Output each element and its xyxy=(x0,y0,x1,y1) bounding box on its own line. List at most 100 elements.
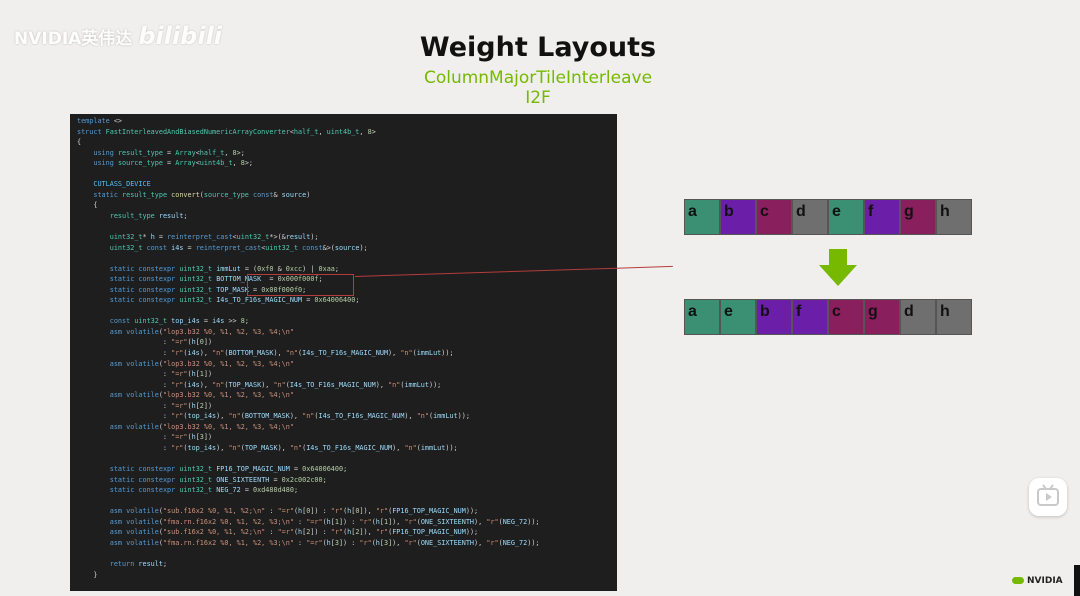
code-token: h xyxy=(326,538,331,547)
code-token: "r" xyxy=(375,528,389,537)
code-token xyxy=(77,317,110,325)
code-token: "r" xyxy=(171,412,184,421)
code-token: [ xyxy=(351,528,356,537)
code-token: < xyxy=(289,127,294,136)
code-token: ]) : xyxy=(338,517,360,526)
code-token: ]) : xyxy=(338,538,360,547)
code-token xyxy=(77,539,110,547)
code-line: CUTLASS_DEVICE xyxy=(77,179,617,190)
code-token: FP16_TOP_MAGIC_NUM xyxy=(392,507,466,516)
code-token: I4s_TO_F16s_MAGIC_NUM xyxy=(216,296,303,305)
code-line: : "=r"(h[1]) xyxy=(77,369,617,380)
code-token: = xyxy=(261,275,278,284)
code-token xyxy=(77,286,110,294)
code-token xyxy=(77,518,110,526)
code-token: static xyxy=(109,285,135,294)
code-token: ( xyxy=(322,517,327,526)
code-token: source xyxy=(334,243,360,252)
code-line: : "r"(i4s), "n"(BOTTOM_MASK), "n"(I4s_TO… xyxy=(77,348,617,359)
code-token: uint4b_t xyxy=(326,127,360,136)
code-token: "=r" xyxy=(171,433,188,442)
code-token: [ xyxy=(302,528,307,537)
code-line: asm volatile("sub.f16x2 %0, %1, %2;\n" :… xyxy=(77,506,617,517)
code-token: ; xyxy=(334,264,339,273)
code-token: 8 xyxy=(232,148,237,157)
code-token: ( xyxy=(498,538,503,547)
code-token: ( xyxy=(371,517,376,526)
code-token: using xyxy=(93,148,114,157)
code-token xyxy=(77,275,110,283)
code-token: 3 xyxy=(383,538,389,547)
code-token: const xyxy=(109,317,131,326)
code-token: = xyxy=(240,486,254,495)
code-token: "lop3.b32 %0, %1, %2, %3, %4;\n" xyxy=(162,422,294,431)
code-token: constexpr xyxy=(138,296,176,305)
code-line: : "r"(top_i4s), "n"(TOP_MASK), "n"(I4s_T… xyxy=(77,443,617,454)
element-cell-e: e xyxy=(828,199,864,235)
code-token: ( xyxy=(224,349,229,358)
code-line: using source_type = Array<uint4b_t, 8>; xyxy=(77,158,617,169)
code-token: [ xyxy=(302,507,307,516)
code-line: asm volatile("fma.rn.f16x2 %0, %1, %2, %… xyxy=(77,517,617,528)
code-token: uint32_t xyxy=(179,475,213,484)
code-token: constexpr xyxy=(138,475,176,484)
code-token: , xyxy=(224,148,233,157)
code-token xyxy=(77,507,110,515)
code-token: template xyxy=(77,117,110,125)
code-token: ( xyxy=(416,443,421,452)
code-token: "n" xyxy=(388,380,401,389)
code-token: immLut xyxy=(433,412,458,421)
element-cell-h: h xyxy=(936,299,972,335)
code-token: ( xyxy=(158,359,163,368)
code-token: ( xyxy=(183,412,188,421)
code-line: static constexpr uint32_t NEG_72 = 0xd48… xyxy=(77,485,617,496)
code-token: 8 xyxy=(240,317,245,326)
code-token: half_t xyxy=(199,148,225,157)
code-token: ( xyxy=(158,528,163,537)
code-token: ( xyxy=(240,443,245,452)
code-token xyxy=(77,180,93,188)
code-token: ( xyxy=(343,528,348,537)
element-cell-c: c xyxy=(756,199,792,235)
code-token xyxy=(77,191,93,199)
code-token: ; xyxy=(302,285,307,294)
video-player-button[interactable] xyxy=(1029,478,1067,516)
code-token: = xyxy=(248,285,262,294)
code-token: [ xyxy=(195,338,200,347)
code-token: top_i4s xyxy=(171,317,200,326)
code-token: asm xyxy=(109,538,123,547)
code-token: } xyxy=(77,570,98,579)
code-token: )); xyxy=(445,443,458,452)
code-token: uint4b_t xyxy=(199,159,233,168)
code-token: : xyxy=(77,338,172,347)
code-token: source_type xyxy=(203,190,249,199)
code-token: < xyxy=(195,159,200,168)
code-token: [ xyxy=(195,370,200,379)
code-token: "r" xyxy=(375,507,389,516)
down-arrow-icon xyxy=(819,249,857,286)
code-token xyxy=(77,423,110,431)
code-token: ONE_SIXTEENTH xyxy=(420,517,475,526)
code-token: FP16_TOP_MAGIC_NUM xyxy=(392,528,466,537)
code-token: uint32_t xyxy=(109,243,143,252)
code-token xyxy=(77,296,110,304)
code-token: : xyxy=(265,507,278,516)
code-line xyxy=(77,496,617,507)
code-token: NEG_72 xyxy=(502,538,528,547)
code-line xyxy=(77,306,617,317)
code-token: ( xyxy=(183,349,188,358)
frame-edge xyxy=(1074,565,1080,596)
code-token: ), xyxy=(277,443,290,452)
code-token: volatile xyxy=(126,422,159,431)
code-token: ( xyxy=(371,538,376,547)
watermark-brand: NVIDIA英伟达 xyxy=(14,29,133,49)
code-token: ), xyxy=(273,349,286,358)
code-token: ( xyxy=(187,338,192,347)
code-token: ); xyxy=(310,233,319,242)
code-token: < xyxy=(195,148,200,157)
code-token: source_type xyxy=(117,159,163,168)
code-token: ), xyxy=(404,412,417,421)
code-token: )); xyxy=(429,380,442,389)
code-token: uint32_t xyxy=(134,317,168,326)
